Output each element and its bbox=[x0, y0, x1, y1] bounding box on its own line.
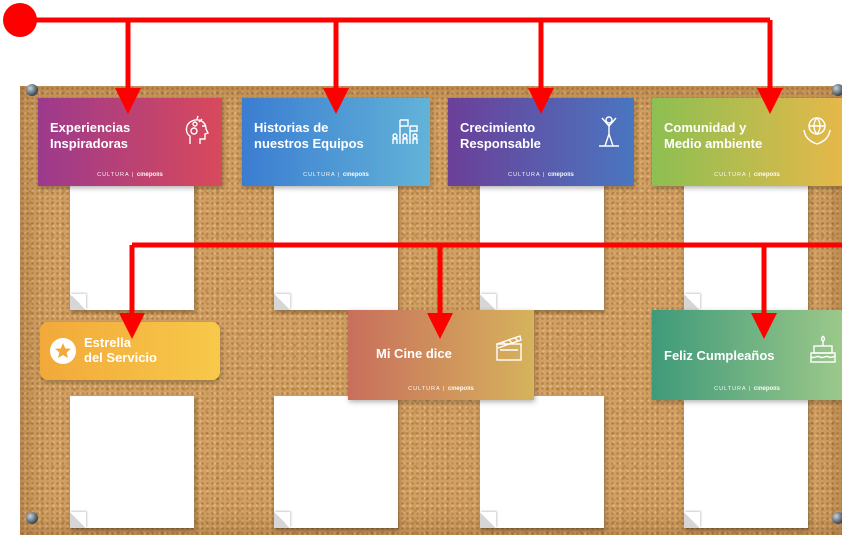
card-title: Crecimiento Responsable bbox=[460, 120, 541, 151]
card-brand: CULTURA | cinépolis bbox=[303, 172, 369, 178]
arrow-head bbox=[751, 313, 777, 339]
card-title: Experiencias Inspiradoras bbox=[50, 120, 131, 151]
card-experiencias[interactable]: Experiencias Inspiradoras CULTURA | ciné… bbox=[38, 98, 222, 186]
paper-sheet bbox=[480, 396, 604, 528]
card-title: Mi Cine dice bbox=[376, 346, 452, 361]
card-brand: CULTURA | cinépolis bbox=[97, 172, 163, 178]
paper-sheet bbox=[274, 396, 398, 528]
team-flags-icon bbox=[392, 119, 418, 144]
star-badge bbox=[50, 338, 76, 364]
paper-sheet bbox=[684, 396, 808, 528]
card-title: Historias de nuestros Equipos bbox=[254, 120, 364, 151]
card-brand: CULTURA | cinépolis bbox=[508, 172, 574, 178]
arrow-head bbox=[119, 313, 145, 339]
pin-top-left bbox=[26, 84, 38, 96]
card-title: Feliz Cumpleaños bbox=[664, 348, 775, 363]
arrow-head bbox=[427, 313, 453, 339]
card-title: Comunidad y Medio ambiente bbox=[664, 120, 763, 151]
cake-icon bbox=[810, 335, 836, 363]
card-brand: CULTURA | cinépolis bbox=[714, 172, 780, 178]
card-estrella[interactable]: Estrella del Servicio bbox=[40, 322, 220, 380]
globe-hands-icon bbox=[803, 117, 831, 145]
start-dot bbox=[3, 3, 37, 37]
pin-top-right bbox=[832, 84, 842, 96]
card-comunidad[interactable]: Comunidad y Medio ambiente CULTURA | cin… bbox=[652, 98, 842, 186]
card-brand: CULTURA | cinépolis bbox=[714, 386, 780, 392]
card-cumpleanos[interactable]: Feliz Cumpleaños CULTURA | cinépolis bbox=[652, 310, 842, 400]
paper-sheet bbox=[70, 396, 194, 528]
card-crecimiento[interactable]: Crecimiento Responsable CULTURA | cinépo… bbox=[448, 98, 634, 186]
card-title: Estrella del Servicio bbox=[84, 335, 157, 365]
arrow-head bbox=[115, 88, 141, 114]
arrow-head bbox=[757, 88, 783, 114]
arrow-head bbox=[528, 88, 554, 114]
card-historias[interactable]: Historias de nuestros Equipos CULTURA | … bbox=[242, 98, 430, 186]
clapperboard-icon bbox=[496, 335, 522, 361]
star-icon bbox=[55, 343, 71, 358]
pin-bottom-right bbox=[832, 512, 842, 524]
arrow-head bbox=[323, 88, 349, 114]
card-brand: CULTURA | cinépolis bbox=[408, 386, 474, 392]
pin-bottom-left bbox=[26, 512, 38, 524]
head-ideas-icon bbox=[185, 115, 209, 144]
growth-person-icon bbox=[599, 116, 619, 147]
